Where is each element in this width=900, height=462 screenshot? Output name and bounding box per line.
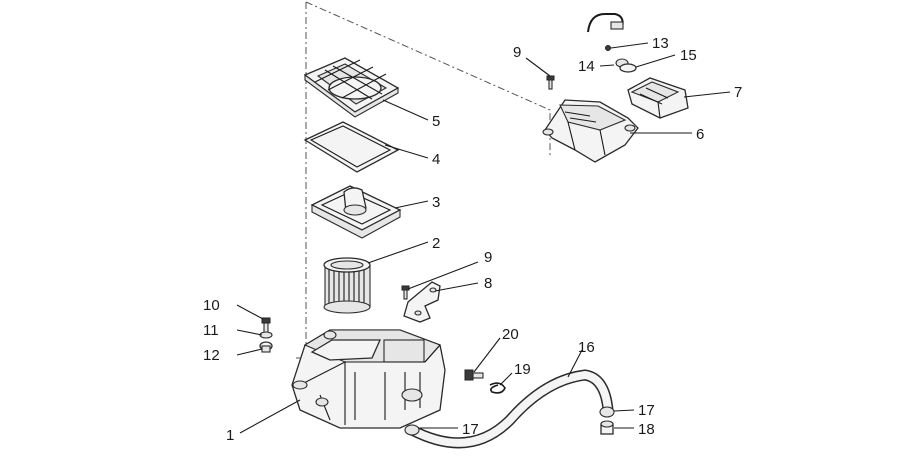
part-2-filter-cartridge [323, 257, 371, 314]
callout-17-left: 17 [462, 421, 479, 438]
part-19-hose-clip [489, 382, 506, 394]
callout-9-lower: 9 [484, 249, 492, 266]
part-5-filter-grid-frame [303, 57, 400, 118]
callout-3: 3 [432, 194, 440, 211]
leader-lines [236, 42, 731, 434]
callout-16: 16 [578, 339, 595, 356]
part-13-nut [605, 45, 611, 51]
callout-15: 15 [680, 47, 697, 64]
callout-12: 12 [203, 347, 220, 364]
callout-2: 2 [432, 235, 440, 252]
part-6-air-box-cover [542, 99, 639, 163]
part-4-filter-sheet [303, 121, 400, 173]
part-7-intake-duct [627, 77, 689, 119]
callout-6: 6 [696, 126, 704, 143]
callout-19: 19 [514, 361, 531, 378]
callout-8: 8 [484, 275, 492, 292]
part-3-filter-holder [310, 185, 402, 239]
part-1-air-box-housing [291, 329, 446, 429]
callout-4: 4 [432, 151, 440, 168]
callout-1: 1 [226, 427, 234, 444]
callout-11: 11 [203, 322, 219, 339]
part-9-screw-upper [546, 75, 555, 90]
callout-9-upper: 9 [513, 44, 521, 61]
part-17-clamp-left [404, 424, 420, 436]
part-20-bolt [464, 369, 484, 381]
assembly-line-vertical [296, 2, 307, 359]
part-10-screw [261, 317, 271, 334]
callout-10: 10 [203, 297, 220, 314]
clip-wire [587, 13, 624, 33]
part-8-bracket [403, 281, 441, 323]
part-12-grommet [259, 341, 273, 353]
callout-18: 18 [638, 421, 655, 438]
part-15-seal [619, 63, 637, 73]
callout-20: 20 [502, 326, 519, 343]
assembly-line-diagonal [305, 1, 551, 158]
callout-5: 5 [432, 113, 440, 130]
part-9-screw-lower [401, 285, 410, 300]
part-17-clamp-right [599, 406, 615, 418]
part-16-breather-hose [406, 369, 614, 449]
part-18-drain-plug [600, 420, 614, 435]
callout-13: 13 [652, 35, 669, 52]
callout-17-right: 17 [638, 402, 655, 419]
callout-14: 14 [578, 58, 595, 75]
callout-7: 7 [734, 84, 742, 101]
